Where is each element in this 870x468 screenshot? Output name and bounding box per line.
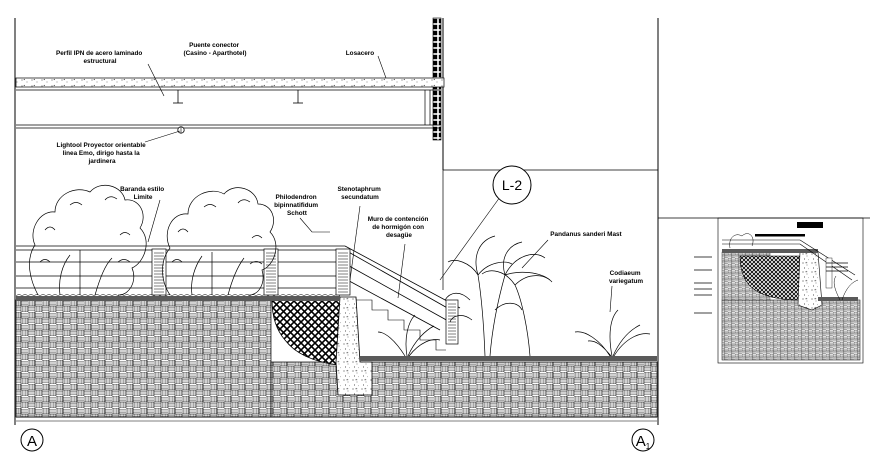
axis-label-left: A bbox=[27, 433, 37, 450]
label-losacero: Losacero bbox=[346, 50, 375, 57]
stair-ramp bbox=[356, 299, 446, 351]
retaining-wall bbox=[335, 296, 373, 396]
back-wall bbox=[442, 169, 658, 290]
label-philodendron: Philodendron bipinnatifidum Schott bbox=[274, 194, 320, 217]
grass-strip bbox=[16, 296, 657, 361]
label-pandanus: Pandanus sanderi Mast bbox=[550, 231, 622, 238]
drawing-frame bbox=[14, 18, 659, 425]
annotation-labels: Puente conector (Casino - Aparthotel) Pe… bbox=[56, 42, 643, 285]
shrub-right bbox=[162, 187, 277, 296]
callout-l2: L-2 bbox=[492, 165, 532, 205]
pandanus-plant bbox=[444, 235, 553, 357]
label-muro-contencion: Muro de contención de hormigón con desag… bbox=[368, 216, 431, 239]
codiaeum-plant bbox=[574, 309, 651, 357]
fern-plant bbox=[377, 314, 441, 357]
mini-detail-drawing bbox=[658, 217, 870, 364]
axis-marker-left: A bbox=[20, 428, 44, 452]
axis-label-right: A1 bbox=[636, 433, 651, 451]
label-lightool: Lightool Proyector orientable linea Emo,… bbox=[57, 142, 148, 165]
label-perfil-ipn: Perfil IPN de acero laminado estructural bbox=[56, 50, 144, 65]
label-baranda: Baranda estilo Limite bbox=[120, 186, 166, 201]
label-codiaeum: Codiaeum variegatum bbox=[609, 270, 643, 285]
label-puente-conector: Puente conector (Casino - Aparthotel) bbox=[184, 42, 247, 57]
label-stenotaphrum: Stenotaphrum secundatum bbox=[337, 186, 382, 201]
axis-marker-right: A1 bbox=[631, 428, 655, 452]
ground-pavement bbox=[15, 299, 658, 422]
bridge-deck bbox=[15, 77, 445, 134]
planter-soil bbox=[271, 299, 341, 366]
callout-label: L-2 bbox=[502, 177, 522, 193]
railing bbox=[16, 245, 461, 331]
leader-lines bbox=[144, 55, 613, 313]
railing-posts bbox=[151, 248, 459, 345]
shrub-left bbox=[29, 184, 147, 296]
